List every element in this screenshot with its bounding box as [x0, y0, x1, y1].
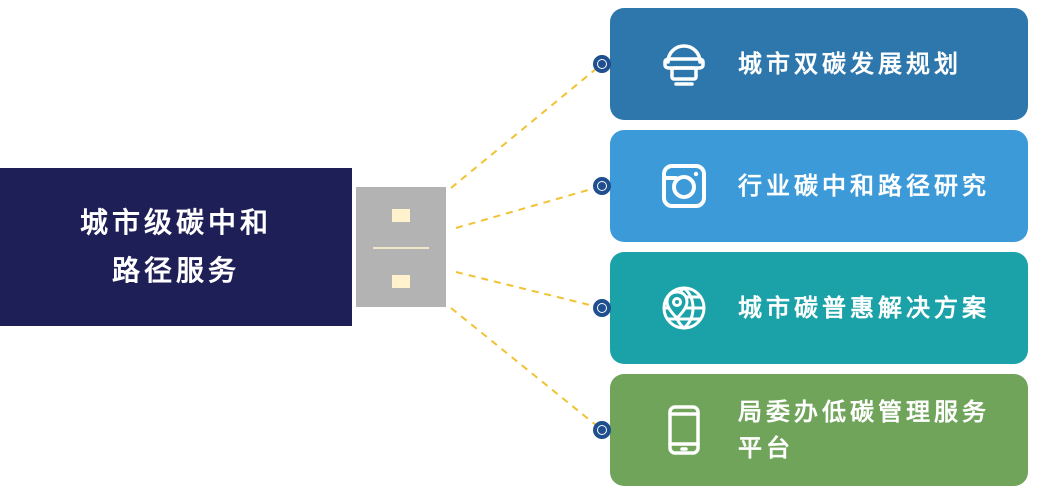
globe-pin-icon [656, 280, 712, 336]
connector-dot-2 [593, 177, 611, 195]
service-label-inclusive: 城市碳普惠解决方案 [738, 294, 990, 322]
usb-plug-connector [356, 187, 446, 307]
main-topic-box: 城市级碳中和 路径服务 [0, 168, 352, 326]
connector-line-4 [450, 307, 603, 431]
main-topic-line-1: 城市级碳中和 [79, 206, 272, 239]
service-label-industry: 行业碳中和路径研究 [738, 172, 990, 200]
connector-dot-1 [593, 55, 611, 73]
connector-dot-3 [593, 299, 611, 317]
connector-line-2 [455, 185, 603, 229]
plug-top-pad [392, 209, 410, 222]
connector-dot-4 [593, 421, 611, 439]
service-card-platform: 局委办低碳管理服务平台 [610, 374, 1028, 486]
main-topic-title: 城市级碳中和 路径服务 [80, 199, 272, 295]
camera-icon [656, 158, 712, 214]
main-topic-line-2: 路径服务 [111, 254, 240, 287]
connector-line-3 [455, 271, 603, 309]
plug-divider [373, 247, 429, 249]
service-card-planning: 城市双碳发展规划 [610, 8, 1028, 120]
connector-line-1 [450, 63, 603, 189]
mobile-phone-icon [656, 402, 712, 458]
plug-bottom-pad [392, 275, 410, 288]
service-label-planning: 城市双碳发展规划 [738, 50, 962, 78]
service-card-inclusive: 城市碳普惠解决方案 [610, 252, 1028, 364]
cloud-monitor-icon [656, 36, 712, 92]
service-label-platform: 局委办低碳管理服务平台 [738, 398, 990, 462]
service-card-industry: 行业碳中和路径研究 [610, 130, 1028, 242]
